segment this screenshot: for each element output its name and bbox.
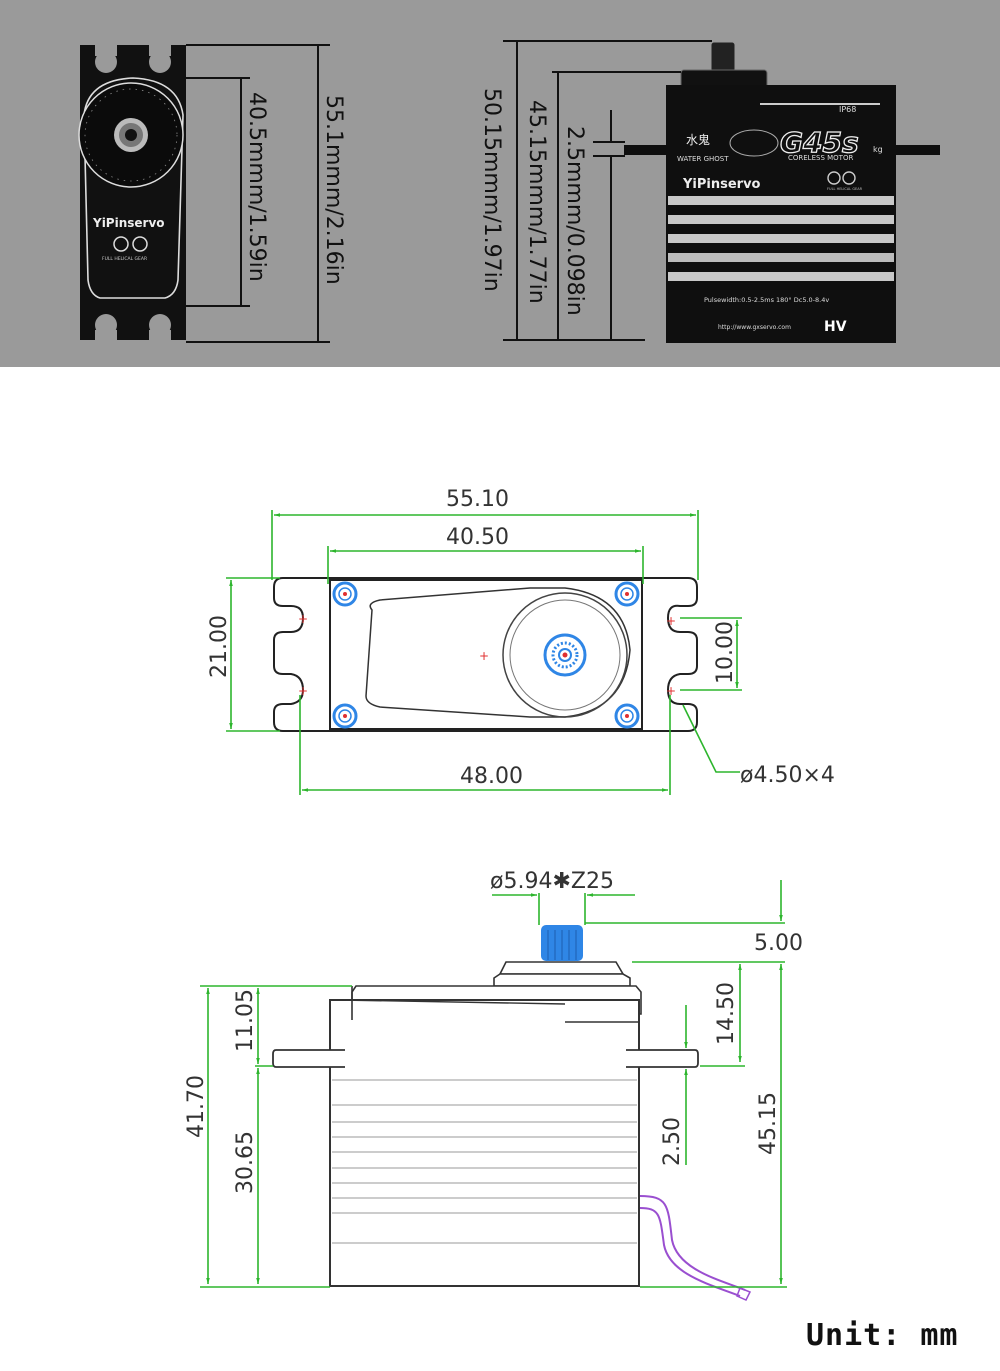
dim-body-length: 40.50	[446, 525, 509, 550]
svg-text:Pulsewidth:0.5-2.5ms 180° Dc5.: Pulsewidth:0.5-2.5ms 180° Dc5.0-8.4v	[704, 296, 829, 304]
center-marks: + + + + +	[298, 592, 676, 718]
svg-text:+: +	[479, 649, 489, 663]
dim-lower-case: 30.65	[233, 1131, 258, 1194]
svg-text:http://www.gxservo.com: http://www.gxservo.com	[718, 324, 791, 331]
svg-text:YiPinservo: YiPinservo	[682, 177, 761, 192]
front-view-photo: YiPinservo FULL HELICAL GEAR	[78, 44, 186, 342]
dim-spline-height: 5.00	[754, 931, 803, 956]
svg-text:+: +	[666, 684, 676, 698]
svg-text:WATER GHOST: WATER GHOST	[677, 155, 729, 163]
svg-text:+: +	[298, 612, 308, 626]
side-flange-thickness-label: 2.5mmm/0.098in	[562, 126, 587, 316]
dim-hole-spacing-vertical: 10.00	[713, 621, 738, 684]
svg-text:FULL HELICAL GEAR: FULL HELICAL GEAR	[102, 256, 147, 262]
dim-top-to-flange: 14.50	[714, 982, 739, 1045]
svg-text:FULL HELICAL GEAR: FULL HELICAL GEAR	[827, 187, 863, 191]
side-view-dimension-lines	[200, 880, 787, 1288]
side-total-height-label: 50.15mmm/1.97in	[479, 88, 504, 292]
dim-holes: ø4.50×4	[740, 763, 835, 788]
unit-label: Unit: mm	[806, 1318, 959, 1353]
side-view-dimension-lines	[503, 40, 712, 341]
dim-case-height: 41.70	[184, 1075, 209, 1138]
dim-width: 21.00	[207, 615, 232, 678]
top-view-dimension-lines	[226, 510, 742, 795]
top-view-drawing: + + + + +	[273, 577, 698, 732]
svg-text:CORELESS MOTOR: CORELESS MOTOR	[788, 154, 853, 162]
side-view-photo: 水鬼 WATER GHOST IP68 G45s kg CORELESS MOT…	[624, 41, 940, 343]
dim-upper-case: 11.05	[233, 989, 258, 1052]
svg-text:+: +	[666, 614, 676, 628]
side-body-height-label: 45.15mmm/1.77in	[524, 100, 549, 304]
dim-overall-length: 55.10	[446, 487, 509, 512]
front-total-height-label: 55.1mmm/2.16in	[321, 95, 346, 285]
svg-text:IP68: IP68	[839, 105, 856, 114]
svg-text:kg: kg	[873, 145, 883, 154]
dim-flange-thickness: 2.50	[660, 1117, 685, 1166]
front-view-dimension-lines	[186, 44, 330, 343]
dim-spline: ø5.94✱Z25	[490, 869, 614, 894]
svg-text:HV: HV	[824, 319, 847, 335]
front-body-height-label: 40.5mmm/1.59in	[244, 92, 269, 282]
front-brand-logo: YiPinservo	[92, 216, 165, 230]
dim-total-height: 45.15	[756, 1092, 781, 1155]
svg-text:+: +	[298, 684, 308, 698]
side-view-drawing	[272, 925, 752, 1301]
svg-text:水鬼: 水鬼	[686, 132, 710, 147]
dim-hole-spacing-horizontal: 48.00	[460, 764, 523, 789]
svg-text:G45s: G45s	[780, 126, 859, 159]
